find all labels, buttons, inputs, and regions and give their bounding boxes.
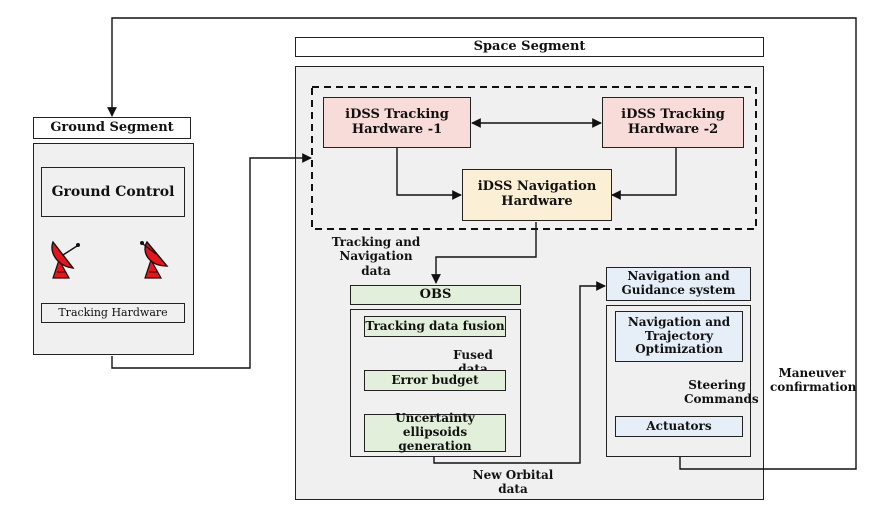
steering-commands-label: Steering Commands — [684, 378, 759, 407]
obs-title: OBS — [350, 285, 521, 305]
idss-hw1-box: iDSS Tracking Hardware -1 — [323, 97, 471, 148]
tracking-hardware-box: Tracking Hardware — [41, 303, 185, 323]
satellite-dish-icon — [137, 238, 173, 280]
tracking-navigation-label: Tracking and Navigation data — [331, 235, 421, 278]
ngs-title: Navigation and Guidance system — [606, 267, 751, 301]
ground-control-box: Ground Control — [41, 167, 185, 217]
error-budget-box: Error budget — [364, 370, 506, 391]
idss-navigation-hw-box: iDSS Navigation Hardware — [462, 169, 612, 221]
idss-hw2-box: iDSS Tracking Hardware -2 — [602, 97, 744, 148]
maneuver-confirmation-label: Maneuver confirmation — [770, 366, 857, 395]
ground-segment-panel — [33, 143, 194, 355]
new-orbital-data-label: New Orbital data — [472, 468, 554, 497]
tracking-fusion-box: Tracking data fusion — [364, 316, 506, 337]
space-segment-title: Space Segment — [295, 37, 764, 57]
satellite-dish-icon — [47, 238, 83, 280]
nav-trajectory-box: Navigation and Trajectory Optimization — [615, 311, 743, 362]
actuators-box: Actuators — [615, 416, 743, 437]
ground-segment-title: Ground Segment — [33, 117, 191, 139]
ground-to-space-arrow — [111, 153, 312, 369]
uncertainty-ellipsoids-box: Uncertainty ellipsoids generation — [364, 411, 506, 453]
